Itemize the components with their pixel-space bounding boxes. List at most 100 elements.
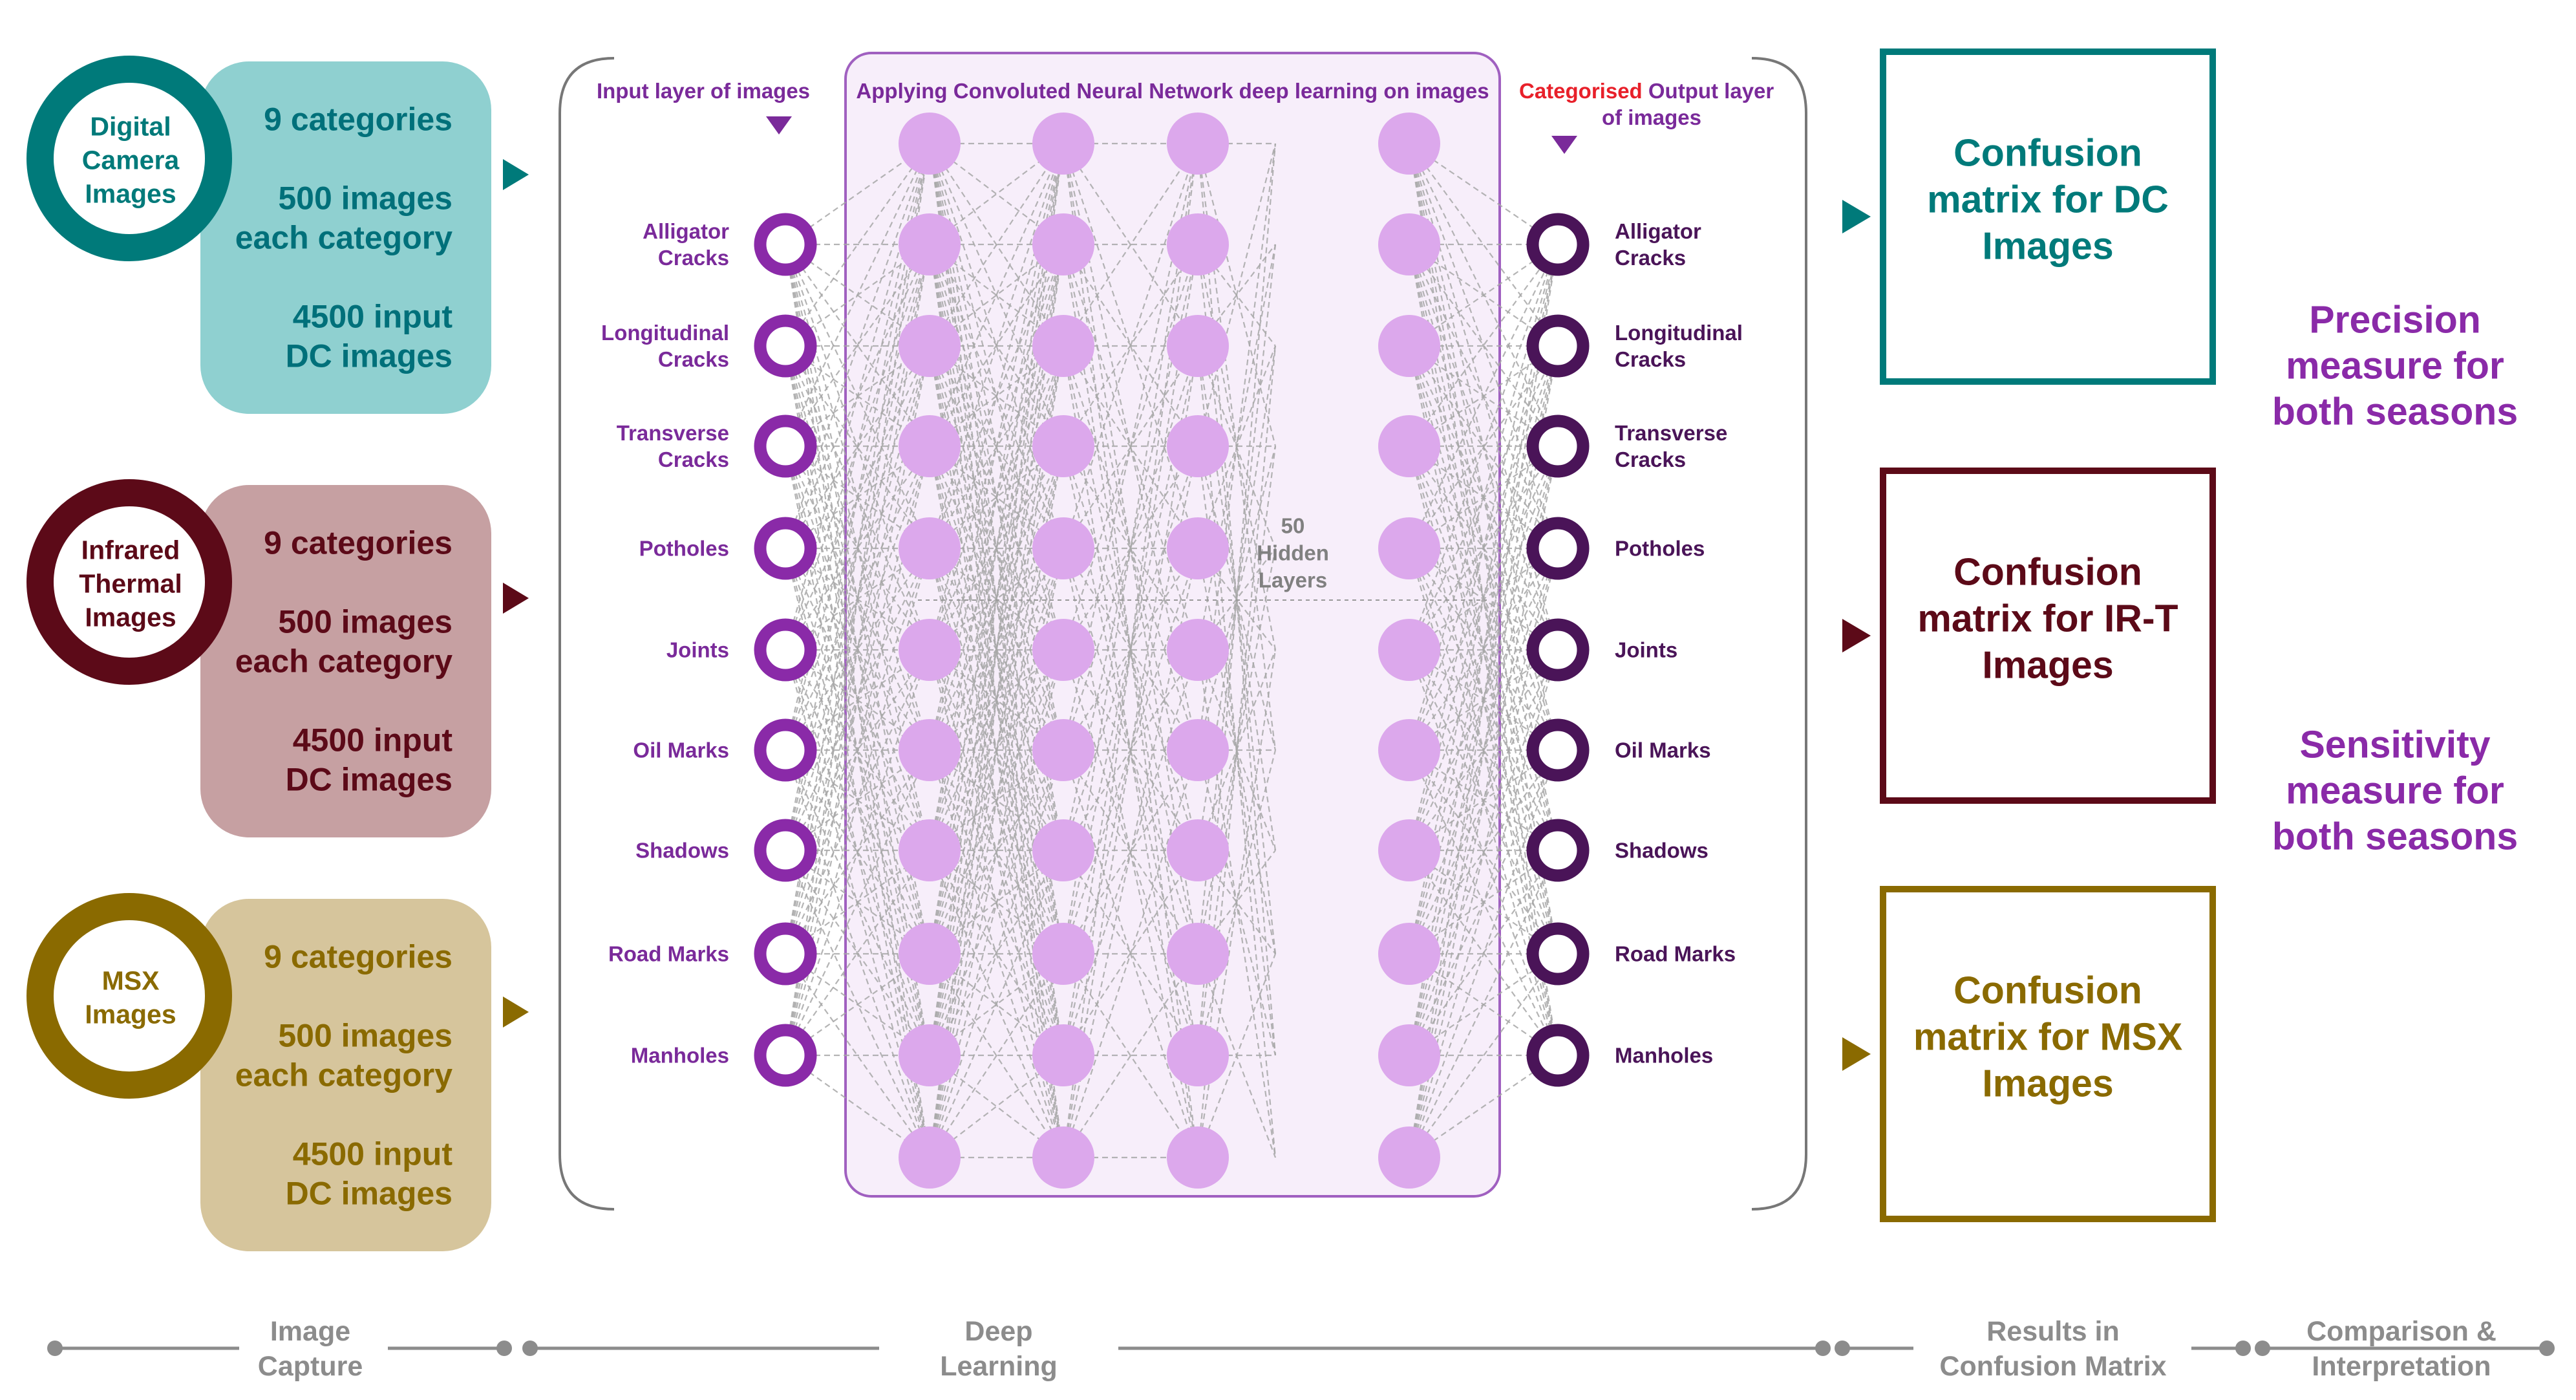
connection-line	[1062, 143, 1199, 954]
connection-line	[784, 143, 931, 1056]
connection-line	[928, 244, 1065, 1056]
left-bracket	[559, 57, 615, 1211]
source-stats-1-line: 500 images	[278, 604, 452, 640]
connection-line	[928, 143, 1065, 447]
connection-line	[785, 244, 930, 447]
stage-label-2-line: Confusion Matrix	[1939, 1351, 2166, 1382]
output-node	[1526, 819, 1590, 882]
hidden-node	[1032, 113, 1094, 175]
hidden-node	[1378, 1126, 1440, 1189]
hidden-node	[899, 113, 961, 175]
hidden-node	[1378, 923, 1440, 985]
connection-line	[1409, 345, 1559, 549]
connection-line	[928, 345, 1065, 1158]
output-category-label: Road Marks	[1615, 942, 1736, 966]
connection-line	[785, 244, 930, 447]
hidden-node	[1378, 517, 1440, 579]
connection-line	[1408, 749, 1559, 1158]
output-layer-title: Categorised Output layer	[1519, 79, 1774, 103]
confusion-matrix-label-0-line: Images	[1982, 225, 2113, 268]
input-category-label: Road Marks	[608, 942, 729, 966]
connection-line	[1062, 143, 1199, 549]
output-category-label-line: Cracks	[1615, 246, 1686, 270]
input-node	[754, 213, 817, 276]
hidden-node	[1167, 517, 1229, 579]
confusion-matrix-label-0-line: Confusion	[1953, 132, 2142, 175]
output-category-label: Joints	[1615, 638, 1677, 662]
output-category-label-line: Alligator	[1615, 219, 1701, 243]
hidden-node	[899, 315, 961, 377]
source-stats-0-line: 500 images	[278, 180, 452, 217]
connection-line	[928, 446, 1065, 851]
connection-line	[1408, 345, 1559, 1158]
hidden-node	[1378, 819, 1440, 881]
hidden-node	[1032, 1024, 1094, 1086]
hidden-node	[899, 1126, 961, 1189]
output-node	[1526, 718, 1590, 782]
stage-label-3: Comparison &Interpretation	[2306, 1316, 2496, 1382]
output-category-label-line: Cracks	[1615, 447, 1686, 471]
hidden-node	[1167, 213, 1229, 275]
timeline-dot	[47, 1341, 63, 1356]
output-node	[1526, 213, 1590, 276]
confusion-matrix-label-1-line: Images	[1982, 644, 2113, 687]
output-node	[1526, 1024, 1590, 1087]
input-category-label: Shadows	[635, 839, 729, 863]
stage-label-3-line: Interpretation	[2312, 1351, 2491, 1382]
source-stats-2-line: DC images	[286, 1176, 452, 1212]
input-category-label-line: Transverse	[617, 421, 729, 445]
hidden-node	[1378, 719, 1440, 781]
connection-line	[785, 548, 930, 751]
input-category-label-line: Potholes	[639, 537, 729, 561]
hidden-node	[899, 1024, 961, 1086]
hidden-node	[1032, 923, 1094, 985]
source-ring-1	[27, 479, 232, 685]
hidden-node	[1167, 415, 1229, 477]
source-stats-0-line: DC images	[286, 338, 452, 374]
output-title-rest: Output layer	[1643, 79, 1774, 103]
output-category-label-line: Longitudinal	[1615, 321, 1743, 345]
hidden-node	[899, 213, 961, 275]
source-name-0-line: Images	[85, 178, 176, 208]
connection-line	[1408, 244, 1559, 651]
hidden-node	[1378, 213, 1440, 275]
source-name-1-line: Thermal	[79, 568, 182, 598]
hidden-node	[1032, 819, 1094, 881]
source-stats-2-line: 9 categories	[264, 939, 452, 975]
connection-line	[1062, 244, 1199, 1056]
output-category-label-line: Oil Marks	[1615, 738, 1711, 762]
connection-line	[784, 649, 931, 1056]
timeline-dot	[1835, 1341, 1850, 1356]
hidden-node	[1378, 315, 1440, 377]
hidden-node	[899, 819, 961, 881]
input-category-label-line: Oil Marks	[633, 738, 729, 762]
confusion-matrix-box-0	[1880, 48, 2216, 385]
stage-label-0-line: Capture	[258, 1351, 363, 1382]
output-category-label-line: Road Marks	[1615, 942, 1736, 966]
connection-line	[1408, 244, 1559, 851]
source-stats-1-line: each category	[235, 643, 452, 680]
result-arrow-0	[1842, 200, 1871, 233]
hidden-node	[1032, 1126, 1094, 1189]
connection-line	[1062, 345, 1199, 1158]
input-node	[754, 922, 817, 985]
output-category-label-line: Cracks	[1615, 347, 1686, 371]
connection-line	[929, 953, 1064, 1158]
connection-line	[928, 850, 1065, 1158]
input-category-label-line: Cracks	[658, 347, 729, 371]
measure-label-1-line: both seasons	[2272, 815, 2518, 858]
hidden-node	[1167, 1126, 1229, 1189]
connection-line	[1409, 345, 1559, 549]
timeline-dot	[522, 1341, 538, 1356]
hidden-layers-label-line: Layers	[1259, 568, 1327, 592]
connection-line	[1062, 446, 1199, 851]
